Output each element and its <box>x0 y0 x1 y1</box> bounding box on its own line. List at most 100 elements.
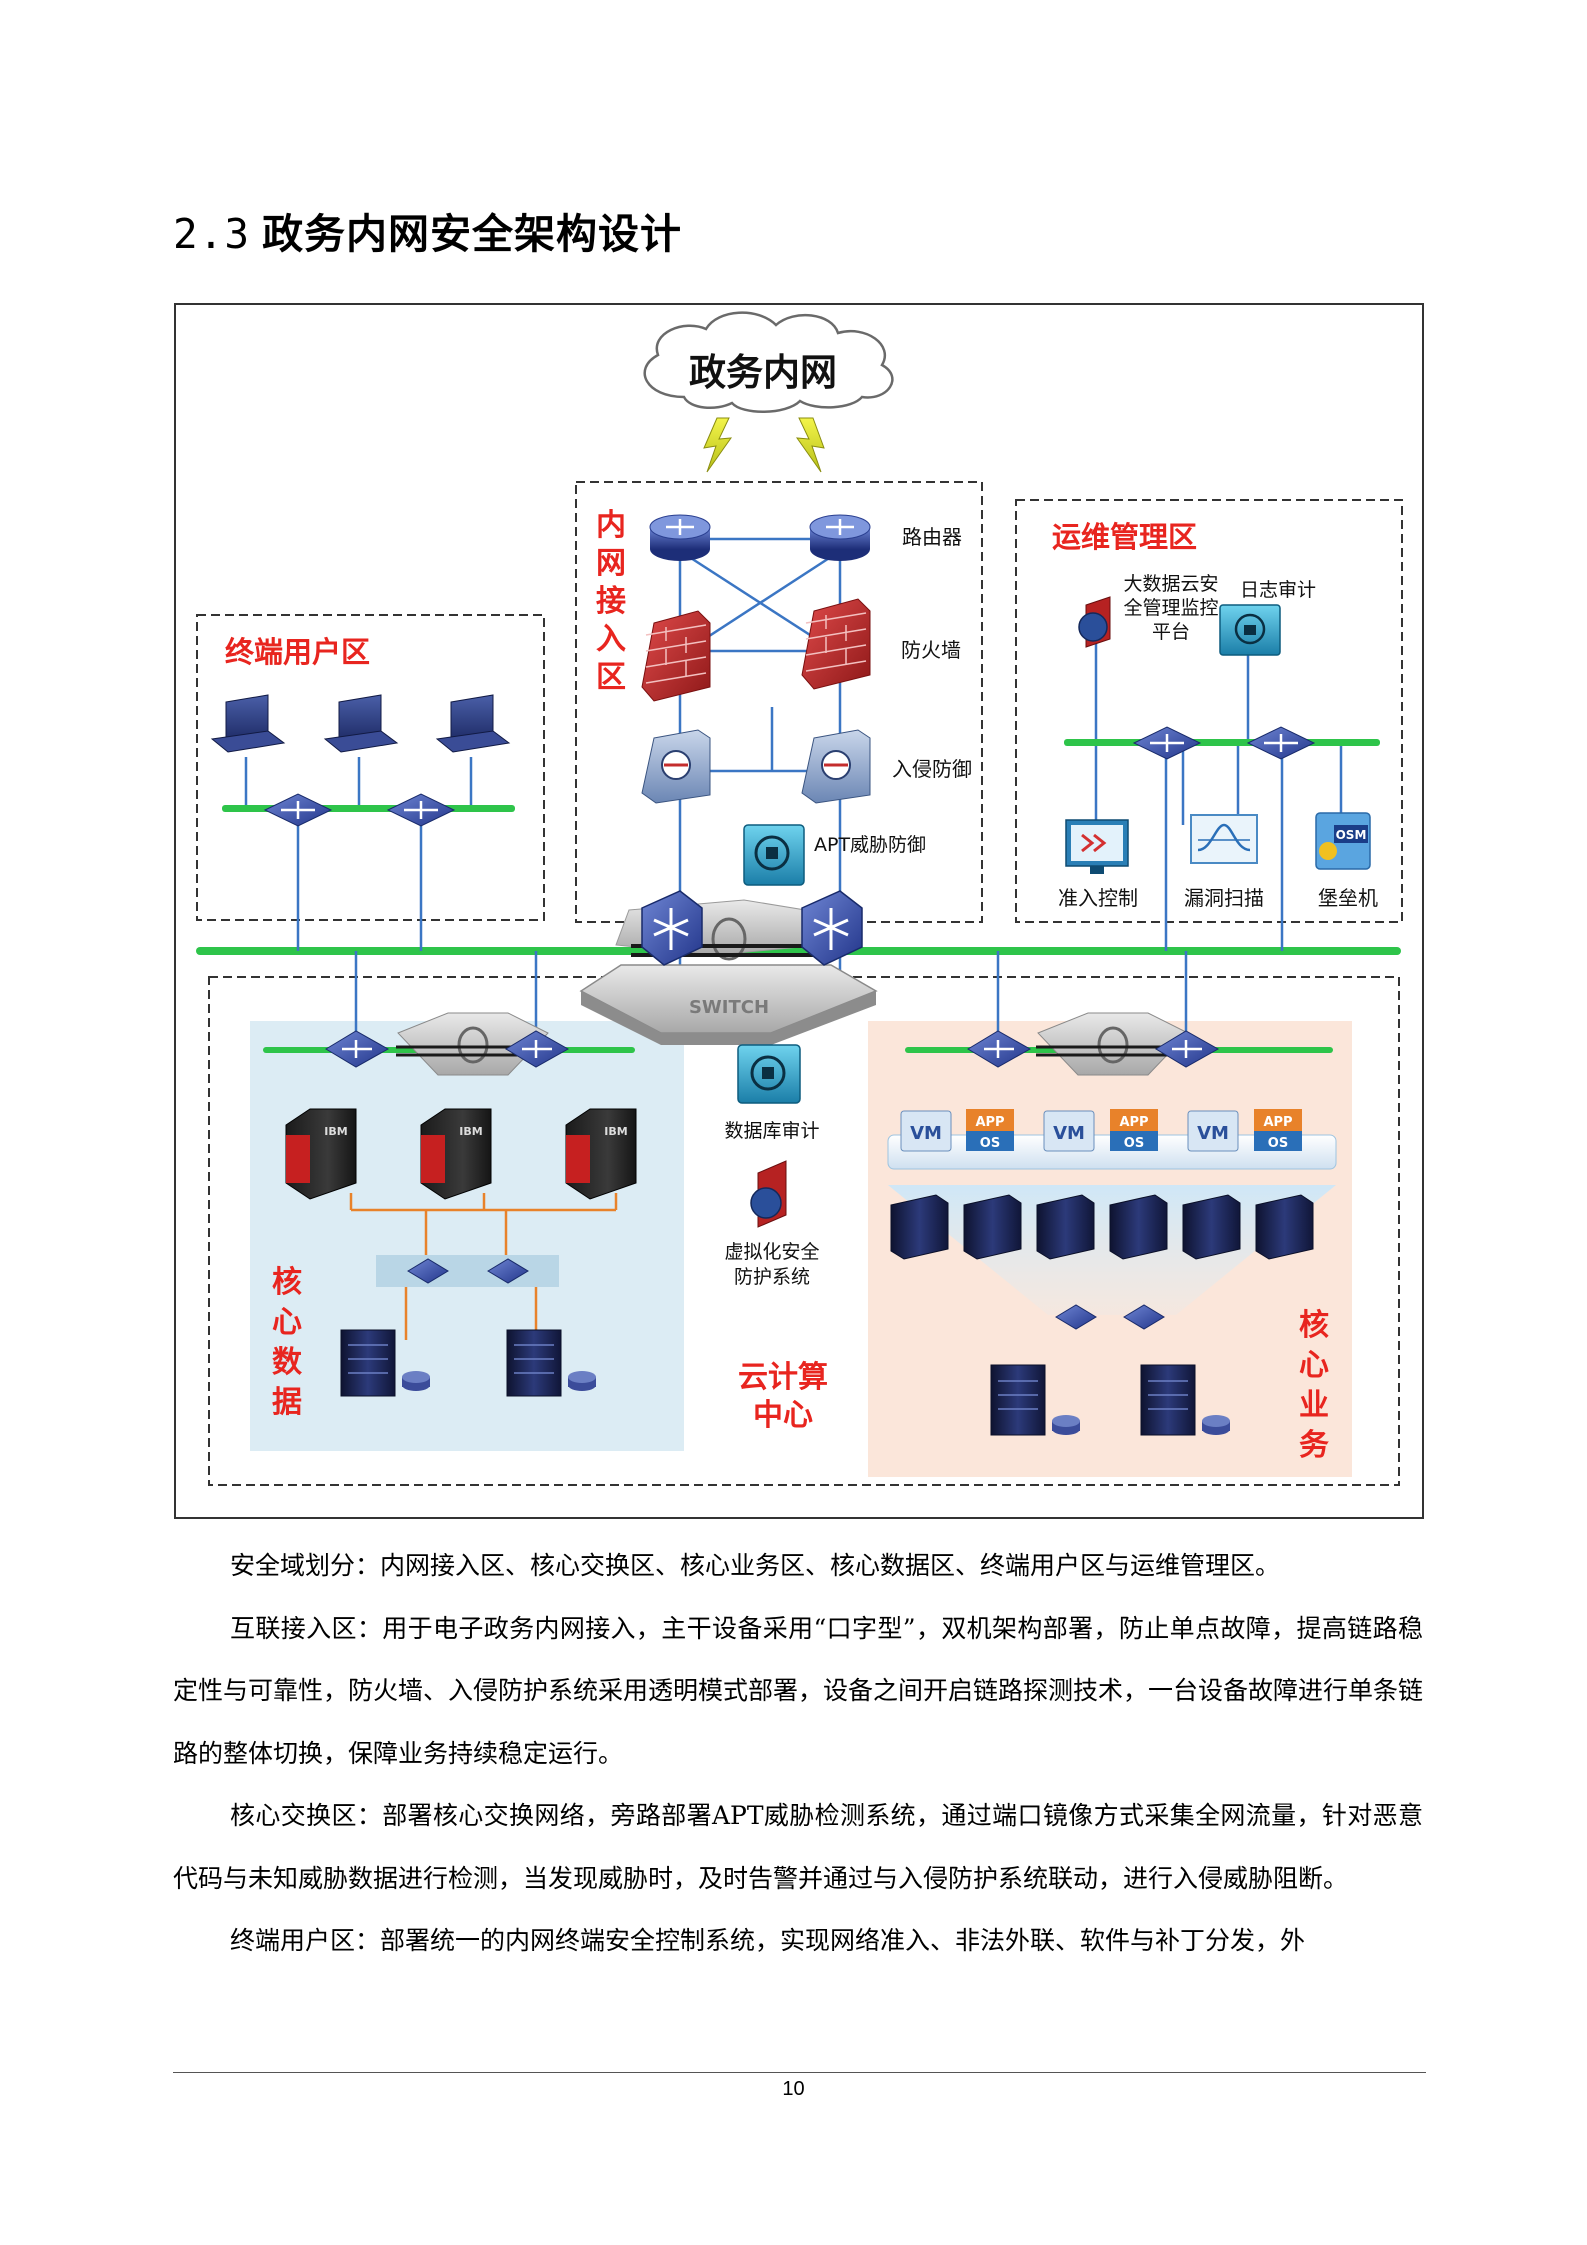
inner-access-zone-label: 内 网 接 入 区 <box>596 508 626 695</box>
section-number: 2.3 <box>173 210 251 258</box>
firewall-icon <box>641 610 711 702</box>
vm-icon: VM <box>1043 1110 1095 1152</box>
bigdata-platform-label: 大数据云安 全管理监控 平台 <box>1123 573 1218 643</box>
zone-label-char: 数 <box>272 1345 303 1380</box>
log-audit-label: 日志审计 <box>1240 579 1316 601</box>
zone-label-char: 务 <box>1299 1428 1329 1463</box>
zone-label-char: 区 <box>596 660 626 695</box>
router-label: 路由器 <box>902 525 962 549</box>
pc-icon <box>435 694 511 753</box>
paragraph-security-domains: 安全域划分：内网接入区、核心交换区、核心业务区、核心数据区、终端用户区与运维管理… <box>230 1551 1281 1580</box>
core-backbone-bus <box>196 947 1401 955</box>
host-row <box>890 1194 1314 1260</box>
zone-label-char: 据 <box>272 1385 302 1420</box>
access-control-icon <box>1065 819 1129 874</box>
pc-icon <box>323 694 399 753</box>
cloud-center-line-1: 云计算 <box>738 1360 828 1395</box>
zone-label-char: 核 <box>272 1265 302 1300</box>
intranet-cloud-icon: 政务内网 <box>643 311 894 413</box>
virt-security-line-2: 防护系统 <box>734 1266 810 1288</box>
storage-switch-icon <box>487 1258 529 1284</box>
vm-label: VM <box>1053 1123 1085 1144</box>
bigdata-platform-line-2: 全管理监控 <box>1123 597 1218 619</box>
db-audit-label: 数据库审计 <box>724 1120 819 1142</box>
bigdata-platform-icon <box>1078 596 1111 648</box>
os-label: OS <box>980 1136 1000 1151</box>
app-label: APP <box>975 1115 1004 1130</box>
zone-label-char: 心 <box>272 1305 302 1340</box>
server-brand: IBM <box>324 1125 347 1138</box>
host-server-icon <box>963 1194 1022 1260</box>
vuln-scan-label: 漏洞扫描 <box>1184 886 1264 910</box>
body-text: 安全域划分：内网接入区、核心交换区、核心业务区、核心数据区、终端用户区与运维管理… <box>173 1535 1423 1973</box>
host-server-icon <box>1182 1194 1241 1260</box>
vm-label: VM <box>910 1123 942 1144</box>
terminal-user-zone-label: 终端用户区 <box>225 635 370 669</box>
os-label: OS <box>1124 1136 1144 1151</box>
ips-icon <box>801 729 871 804</box>
zone-label-char: 业 <box>1299 1388 1329 1423</box>
vm-icon: VM <box>900 1110 952 1152</box>
ops-switch-icon <box>1132 726 1202 760</box>
bigdata-platform-line-3: 平台 <box>1152 621 1190 643</box>
paragraph-access-zone: 互联接入区：用于电子政务内网接入，主干设备采用“口字型”，双机架构部署，防止单点… <box>173 1613 1424 1768</box>
section-title-text: 政务内网安全架构设计 <box>262 210 683 258</box>
core-data-zone-bg <box>250 1021 684 1451</box>
core-data-switch-icon <box>505 1030 570 1068</box>
server-brand: IBM <box>604 1125 627 1138</box>
figure-frame: 政务内网 内 网 接 入 区 终端用户区 运维管理区 核 心 数 据 核 心 业… <box>174 303 1424 1519</box>
vm-icon: VM <box>1187 1110 1239 1152</box>
cloud-center-label: 云计算 中心 <box>738 1360 828 1433</box>
inner-access-zone <box>575 481 983 923</box>
link-bolt-icon <box>795 417 825 473</box>
host-server-icon <box>1255 1194 1314 1260</box>
core-switch-icon <box>641 890 703 966</box>
access-switch-icon <box>386 793 456 827</box>
core-switch-icon <box>801 890 863 966</box>
bigdata-platform-line-1: 大数据云安 <box>1123 573 1218 595</box>
host-server-icon <box>1036 1194 1095 1260</box>
virt-security-icon <box>750 1160 787 1228</box>
business-switch-icon <box>1055 1304 1097 1330</box>
pc-icon <box>210 694 286 753</box>
footer-divider <box>173 2072 1426 2073</box>
ops-management-zone <box>1015 499 1403 923</box>
ops-management-zone-label: 运维管理区 <box>1052 520 1197 554</box>
terminal-links <box>244 757 473 951</box>
app-label: APP <box>1263 1115 1292 1130</box>
business-switch-icon <box>1123 1304 1165 1330</box>
app-os-icon: APP OS <box>966 1109 1014 1151</box>
virt-security-label: 虚拟化安全 防护系统 <box>724 1241 819 1288</box>
bastion-osm-text: OSM <box>1336 828 1367 842</box>
app-label: APP <box>1119 1115 1148 1130</box>
server-brand: IBM <box>459 1125 482 1138</box>
link-bolt-icon <box>703 417 733 473</box>
ops-switch-icon <box>1246 726 1316 760</box>
core-data-zone-label: 核 心 数 据 <box>272 1265 303 1420</box>
bastion-label: 堡垒机 <box>1318 886 1378 910</box>
app-os-icon: APP OS <box>1110 1109 1158 1151</box>
db-audit-icon <box>737 1044 801 1104</box>
router-icon <box>649 514 711 561</box>
storage-server-icon <box>506 1329 596 1397</box>
app-os-icon: APP OS <box>1254 1109 1302 1151</box>
router-icon <box>809 514 871 561</box>
mainframe-server-icon: IBM <box>565 1108 637 1200</box>
cloud-label: 政务内网 <box>689 351 837 394</box>
mainframe-server-icon: IBM <box>420 1108 492 1200</box>
log-audit-icon <box>1219 604 1281 656</box>
vm-label: VM <box>1197 1123 1229 1144</box>
network-architecture-diagram: 政务内网 内 网 接 入 区 终端用户区 运维管理区 核 心 数 据 核 心 业… <box>176 305 1422 1517</box>
virt-security-line-1: 虚拟化安全 <box>724 1241 819 1263</box>
ops-bus <box>1064 739 1380 746</box>
storage-server-icon <box>1140 1364 1230 1436</box>
core-business-switch-icon <box>967 1030 1032 1068</box>
access-control-label: 准入控制 <box>1058 886 1138 910</box>
host-server-icon <box>1109 1194 1168 1260</box>
access-switch-icon <box>263 793 333 827</box>
apt-defense-label: APT威胁防御 <box>814 834 926 856</box>
ips-label: 入侵防御 <box>892 757 972 781</box>
storage-switch-icon <box>407 1258 449 1284</box>
mainframe-server-icon: IBM <box>285 1108 357 1200</box>
